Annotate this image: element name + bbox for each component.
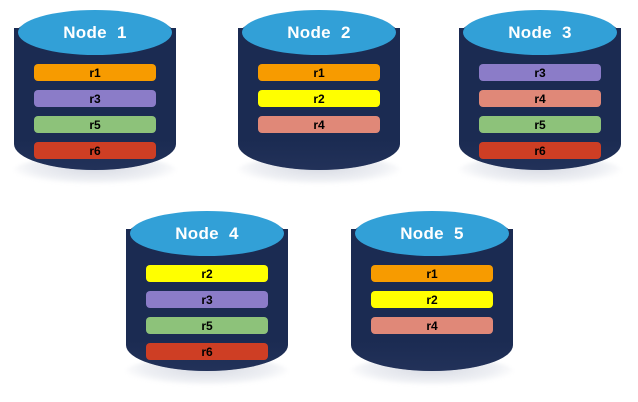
replica-bar: r3	[479, 64, 601, 81]
replica-bar: r2	[146, 265, 268, 282]
replica-bar: r1	[258, 64, 380, 81]
cylinder-top-face	[463, 10, 617, 55]
replica-bar: r5	[479, 116, 601, 133]
replica-bar: r6	[479, 142, 601, 159]
replica-bar: r6	[146, 343, 268, 360]
replica-bar: r4	[258, 116, 380, 133]
cylinder-top-face	[18, 10, 172, 55]
replica-bar: r6	[34, 142, 156, 159]
cylinder-top-face	[355, 211, 509, 256]
replica-bar: r5	[146, 317, 268, 334]
replica-bar: r4	[479, 90, 601, 107]
replica-list: r1 r2 r4	[258, 64, 380, 142]
replica-bar: r1	[371, 265, 493, 282]
replica-bar: r2	[371, 291, 493, 308]
replica-list: r1 r2 r4	[371, 265, 493, 343]
replica-bar: r3	[146, 291, 268, 308]
replica-bar: r4	[371, 317, 493, 334]
cylinder-top-face	[130, 211, 284, 256]
replica-list: r3 r4 r5 r6	[479, 64, 601, 168]
replica-bar: r2	[258, 90, 380, 107]
replica-list: r1 r3 r5 r6	[34, 64, 156, 168]
replica-list: r2 r3 r5 r6	[146, 265, 268, 369]
cylinder-top-face	[242, 10, 396, 55]
replica-bar: r1	[34, 64, 156, 81]
replica-bar: r3	[34, 90, 156, 107]
replica-bar: r5	[34, 116, 156, 133]
